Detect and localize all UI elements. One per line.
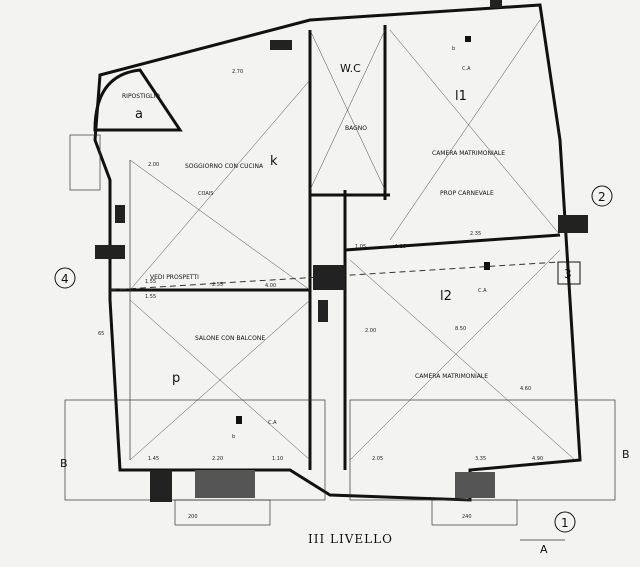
step-right xyxy=(431,499,518,526)
wall-right-horizontal xyxy=(344,233,561,252)
letter-p: p xyxy=(172,371,180,386)
ca-symbol-top xyxy=(465,36,471,42)
letter-l1: l1 xyxy=(455,89,467,104)
dim-205: 2.05 xyxy=(372,456,383,462)
marker-1-circle xyxy=(554,511,576,533)
section-b-right: B xyxy=(622,448,630,461)
marker-2: 2 xyxy=(598,190,606,204)
dim-240: 240 xyxy=(462,514,472,520)
dim-235: 2.35 xyxy=(470,231,481,237)
dim-110: 1.10 xyxy=(272,456,283,462)
ca-top: C.A xyxy=(462,66,471,72)
dim-155a: 1.55 xyxy=(145,279,156,285)
room-diagonals xyxy=(129,19,576,461)
dim-200b: 2.00 xyxy=(365,328,376,334)
letter-a: a xyxy=(135,107,143,122)
dim-335: 3.35 xyxy=(475,456,486,462)
prop-carnevale: PROP CARNEVALE xyxy=(440,190,494,197)
vedi-prospetti: VEDI PROSPETTI xyxy=(150,274,199,281)
room-camera-bottom: CAMERA MATRIMONIALE xyxy=(415,373,488,380)
marker-4-circle xyxy=(54,267,76,289)
ca-mid: C.A xyxy=(478,288,487,294)
page-title: III LIVELLO xyxy=(308,532,393,546)
ripostiglio-wall xyxy=(93,68,183,132)
dim-155b: 1.55 xyxy=(145,294,156,300)
dim-460: 4.60 xyxy=(520,386,531,392)
dim-850: 8.50 xyxy=(455,326,466,332)
room-bagno: BAGNO xyxy=(345,125,367,132)
step-left xyxy=(174,499,271,526)
dim-490: 4.90 xyxy=(532,456,543,462)
outer-wall xyxy=(93,3,582,502)
b-arrow-top: b xyxy=(452,46,455,52)
dim-270: 2.70 xyxy=(232,69,243,75)
dim-200a: 2.00 xyxy=(148,162,159,168)
ca-symbol-mid xyxy=(484,262,490,270)
section-b-left: B xyxy=(60,457,68,470)
letter-l2: l2 xyxy=(440,289,452,304)
dim-145: 1.45 xyxy=(148,456,159,462)
room-salone: SALONE CON BALCONE xyxy=(195,335,265,342)
marker-1: 1 xyxy=(561,516,569,530)
dim-255: 2.55 xyxy=(212,282,223,288)
marker-3: 3 xyxy=(564,267,572,281)
dim-65: 65 xyxy=(98,331,104,337)
marker-3-box xyxy=(557,261,581,285)
section-a: A xyxy=(540,543,548,556)
dim-125: 1.25 xyxy=(395,244,406,250)
room-ripostiglio: RIPOSTIGLIO xyxy=(122,93,160,100)
ca-bottom: C.A xyxy=(268,420,277,426)
ca-symbol-bottom xyxy=(236,416,242,424)
marker-2-circle xyxy=(591,185,613,207)
window-left xyxy=(69,134,101,191)
masonry-hatch xyxy=(95,0,588,502)
room-wc: W.C xyxy=(340,62,361,75)
dim-200c: 200 xyxy=(188,514,198,520)
dim-400: 4.00 xyxy=(265,283,276,289)
dim-220: 2.20 xyxy=(212,456,223,462)
letter-k: k xyxy=(270,154,278,169)
room-camera-top: CAMERA MATRIMONIALE xyxy=(432,150,505,157)
dim-105: 1.05 xyxy=(355,244,366,250)
coais-note: COAIS xyxy=(198,191,213,197)
room-soggiorno: SOGGIORNO CON CUCINA xyxy=(185,163,264,170)
b-arrow-bottom: b xyxy=(232,434,235,440)
marker-4: 4 xyxy=(61,272,69,286)
